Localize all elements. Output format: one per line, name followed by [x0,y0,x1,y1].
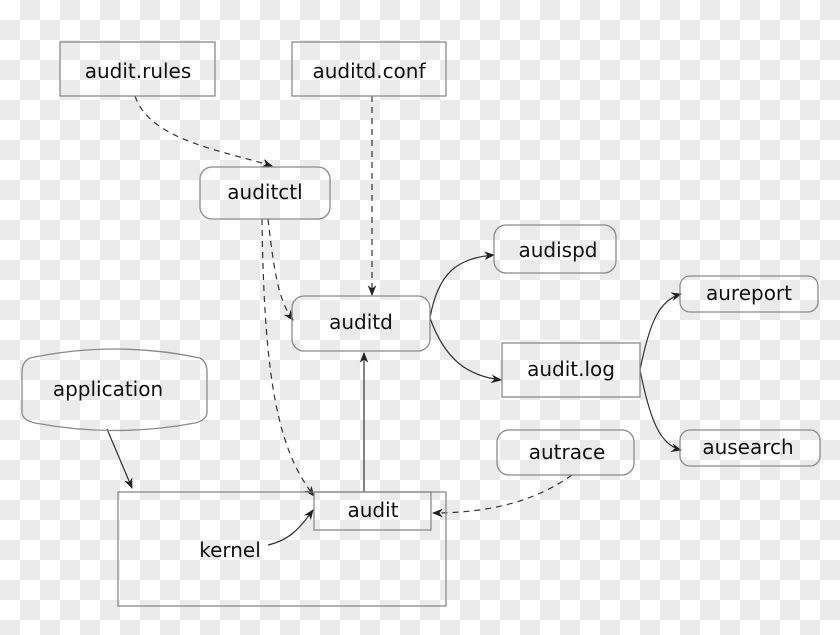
label-aureport: aureport [706,281,792,305]
label-autrace: autrace [529,440,606,464]
label-kernel: kernel [199,538,261,562]
label-ausearch: ausearch [702,435,793,459]
node-auditd [291,295,431,352]
edge-auditctl-to-auditd [267,218,294,321]
label-audit-log: audit.log [527,357,615,381]
edge-auditctl-to-audit [261,218,315,497]
label-auditctl: auditctl [227,180,302,204]
label-application: application [53,377,163,401]
node-aureport [679,275,819,313]
label-audispd: audispd [519,238,598,262]
edge-auditd-to-audispd [429,251,496,319]
node-audit [313,491,432,531]
edge-rules-to-auditctl [134,95,274,168]
label-auditd-conf: auditd.conf [312,59,426,83]
edge-auditd-to-auditlog [429,317,503,384]
node-ausearch [679,429,821,467]
edge-autrace-to-audit [431,474,573,518]
node-kernel [117,491,447,607]
edge-auditlog-to-aureport [639,292,683,371]
edge-auditlog-to-ausearch [639,369,683,452]
edge-kernel-to-audit [267,509,314,546]
node-application [21,348,208,432]
label-audit-rules: audit.rules [85,59,192,83]
node-audispd [493,224,617,274]
node-auditctl [199,166,331,220]
edge-application-to-kernel [106,428,133,489]
node-autrace [496,429,635,476]
node-auditd-conf [291,41,447,97]
node-audit-log [501,342,641,398]
label-audit: audit [347,498,398,522]
node-audit-rules [59,41,216,97]
label-auditd: auditd [329,310,393,334]
